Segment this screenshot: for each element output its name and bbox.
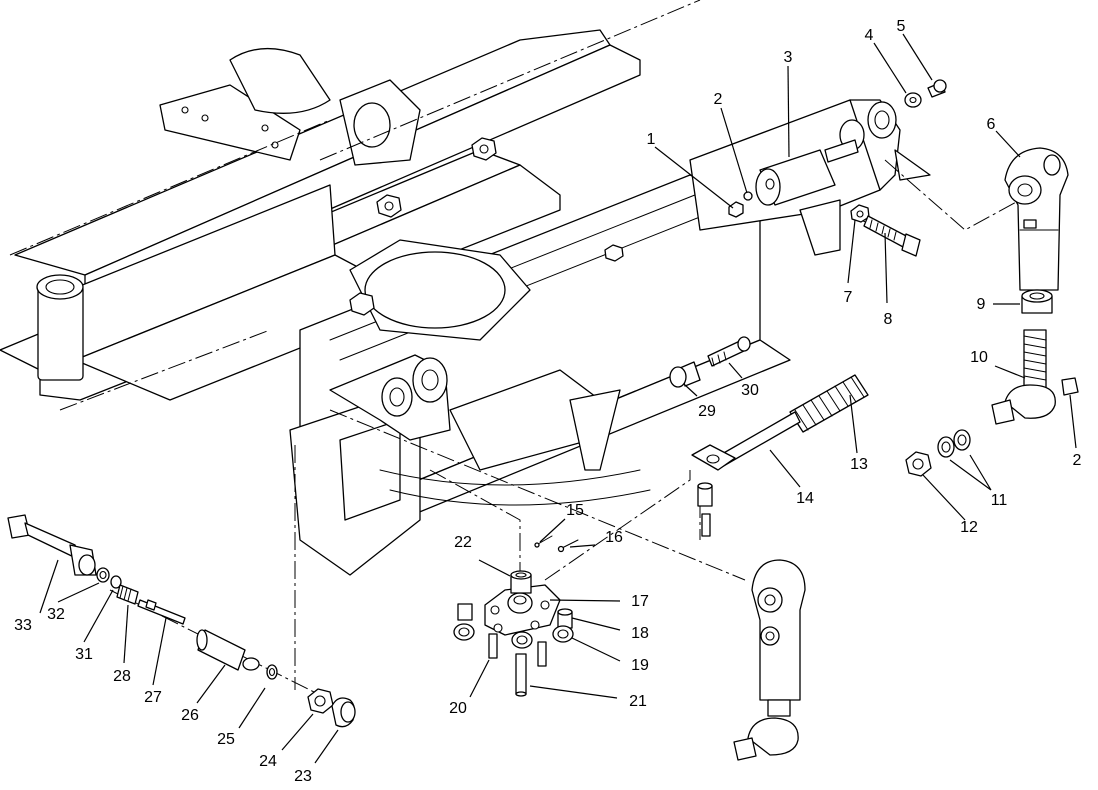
callout-5: 5	[897, 18, 906, 35]
callout-22: 22	[454, 534, 472, 551]
callout-23: 23	[294, 768, 312, 785]
callout-33: 33	[14, 617, 32, 634]
callout-16: 16	[605, 529, 623, 546]
callout-1: 1	[647, 131, 656, 148]
washers-part-11	[937, 429, 971, 458]
bushing-part-19	[453, 603, 574, 649]
spring-part-13	[789, 374, 869, 433]
arm-lower-right	[733, 559, 806, 761]
callout-2: 2	[714, 91, 723, 108]
frame-nut-4	[604, 244, 624, 262]
spring-part-28	[116, 584, 139, 605]
callout-8: 8	[884, 311, 893, 328]
frame-nut-3	[349, 292, 375, 316]
callout-31: 31	[75, 646, 93, 663]
leader-lines	[39, 33, 1077, 764]
bolt-part-30	[707, 336, 751, 367]
nut-part-12	[905, 451, 932, 477]
callout-25: 25	[217, 731, 235, 748]
bolt-part-5	[927, 79, 947, 98]
callout-2-right: 2	[1073, 452, 1082, 469]
callout-27: 27	[144, 689, 162, 706]
pin-part-16	[557, 539, 579, 553]
washer-part-32	[96, 567, 110, 583]
frame-nut-1	[471, 137, 497, 161]
callout-13: 13	[850, 456, 868, 473]
bushing-part-29	[669, 361, 701, 388]
tube-part-26	[196, 629, 260, 671]
callout-19: 19	[631, 657, 649, 674]
rod-part-27	[137, 599, 186, 625]
knob-part-23	[331, 697, 356, 728]
callout-32: 32	[47, 606, 65, 623]
screw-part-2-right	[1061, 377, 1079, 396]
callout-17: 17	[631, 593, 649, 610]
ring-part-25	[266, 664, 278, 680]
callout-15: 15	[566, 502, 584, 519]
rod-part-14	[691, 411, 801, 471]
spacer-part-18	[557, 608, 573, 629]
callout-6: 6	[987, 116, 996, 133]
bushing-small	[697, 482, 713, 537]
callout-26: 26	[181, 707, 199, 724]
chassis-frame	[0, 29, 931, 576]
callout-12: 12	[960, 519, 978, 536]
bracket-part-17	[484, 584, 561, 636]
callout-9: 9	[977, 296, 986, 313]
washer-part-4	[904, 92, 922, 108]
pin-part-15	[534, 535, 553, 548]
frame-nut-2	[376, 194, 402, 218]
callout-30: 30	[741, 382, 759, 399]
washer-part-31	[110, 575, 122, 589]
bushing-part-22	[510, 570, 532, 594]
callout-11: 11	[991, 492, 1008, 509]
arm-part-6	[1004, 147, 1069, 291]
callout-21: 21	[629, 693, 647, 710]
callout-29: 29	[698, 403, 716, 420]
callout-20: 20	[449, 700, 467, 717]
callout-18: 18	[631, 625, 649, 642]
callout-7: 7	[844, 289, 853, 306]
callout-28: 28	[113, 668, 131, 685]
cable-part-33	[7, 514, 97, 576]
nut-part-1	[728, 201, 744, 218]
pin-part-20	[488, 633, 547, 667]
callout-24: 24	[259, 753, 277, 770]
callout-3: 3	[784, 49, 793, 66]
callout-14: 14	[796, 490, 814, 507]
collar-part-9	[1021, 289, 1053, 314]
bolt-part-8	[863, 215, 921, 257]
nut-part-24	[307, 688, 334, 714]
callout-labels: 1 2 2 3 4 5 6 7 8 9 10 11 12 13 14 15 16…	[14, 18, 1081, 785]
ball-joint-part-10	[991, 329, 1056, 425]
screw-part-2	[743, 191, 753, 201]
pin-part-21	[515, 653, 527, 697]
callout-4: 4	[865, 27, 874, 44]
callout-10: 10	[970, 349, 988, 366]
